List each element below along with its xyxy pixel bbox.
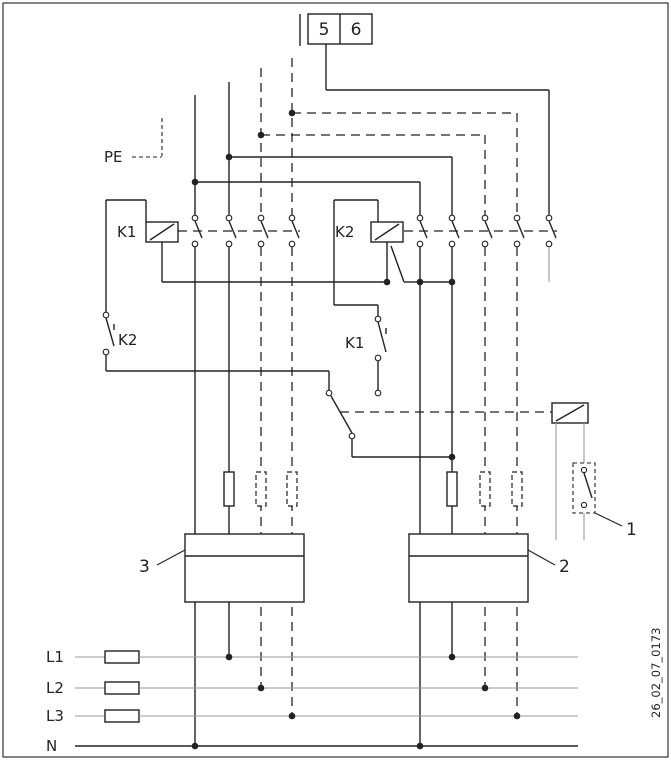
pe-connection: PE (104, 118, 163, 166)
terminal-5: 5 (319, 20, 330, 40)
fuses-right (446, 471, 523, 507)
callout-3: 3 (139, 557, 150, 577)
k1-coil-label: K1 (117, 223, 136, 241)
changeover-switch (325, 389, 552, 461)
pe-label: PE (104, 148, 123, 166)
callout-1: 1 (626, 520, 637, 540)
k2-interlock-label: K2 (118, 331, 137, 349)
supply-label-l3: L3 (46, 707, 64, 725)
k1-interlock-label: K1 (345, 334, 364, 352)
drawing-id: 26_02_07_0173 (649, 628, 663, 718)
k2-interlock: K2 (102, 199, 330, 390)
bus-wiring (191, 44, 549, 286)
control-relay (551, 402, 589, 540)
supply-label-l2: L2 (46, 679, 64, 697)
k1-interlock: K1 (345, 305, 387, 397)
terminal-block: 5 6 (299, 13, 373, 46)
callout-2: 2 (559, 557, 570, 577)
fuses-left (223, 471, 298, 507)
supply-label-n: N (46, 737, 57, 755)
k1-contactor: K1 (117, 58, 387, 748)
supply-label-l1: L1 (46, 648, 64, 666)
supply-lines: L1 L2 L3 N (46, 648, 578, 755)
terminal-6: 6 (351, 20, 362, 40)
k2-coil-label: K2 (335, 223, 354, 241)
unit-left: 3 (139, 533, 305, 603)
unit-right: 2 (408, 533, 570, 603)
k2-contactor: K2 (333, 90, 557, 748)
sensor-contact: 1 (572, 462, 637, 540)
